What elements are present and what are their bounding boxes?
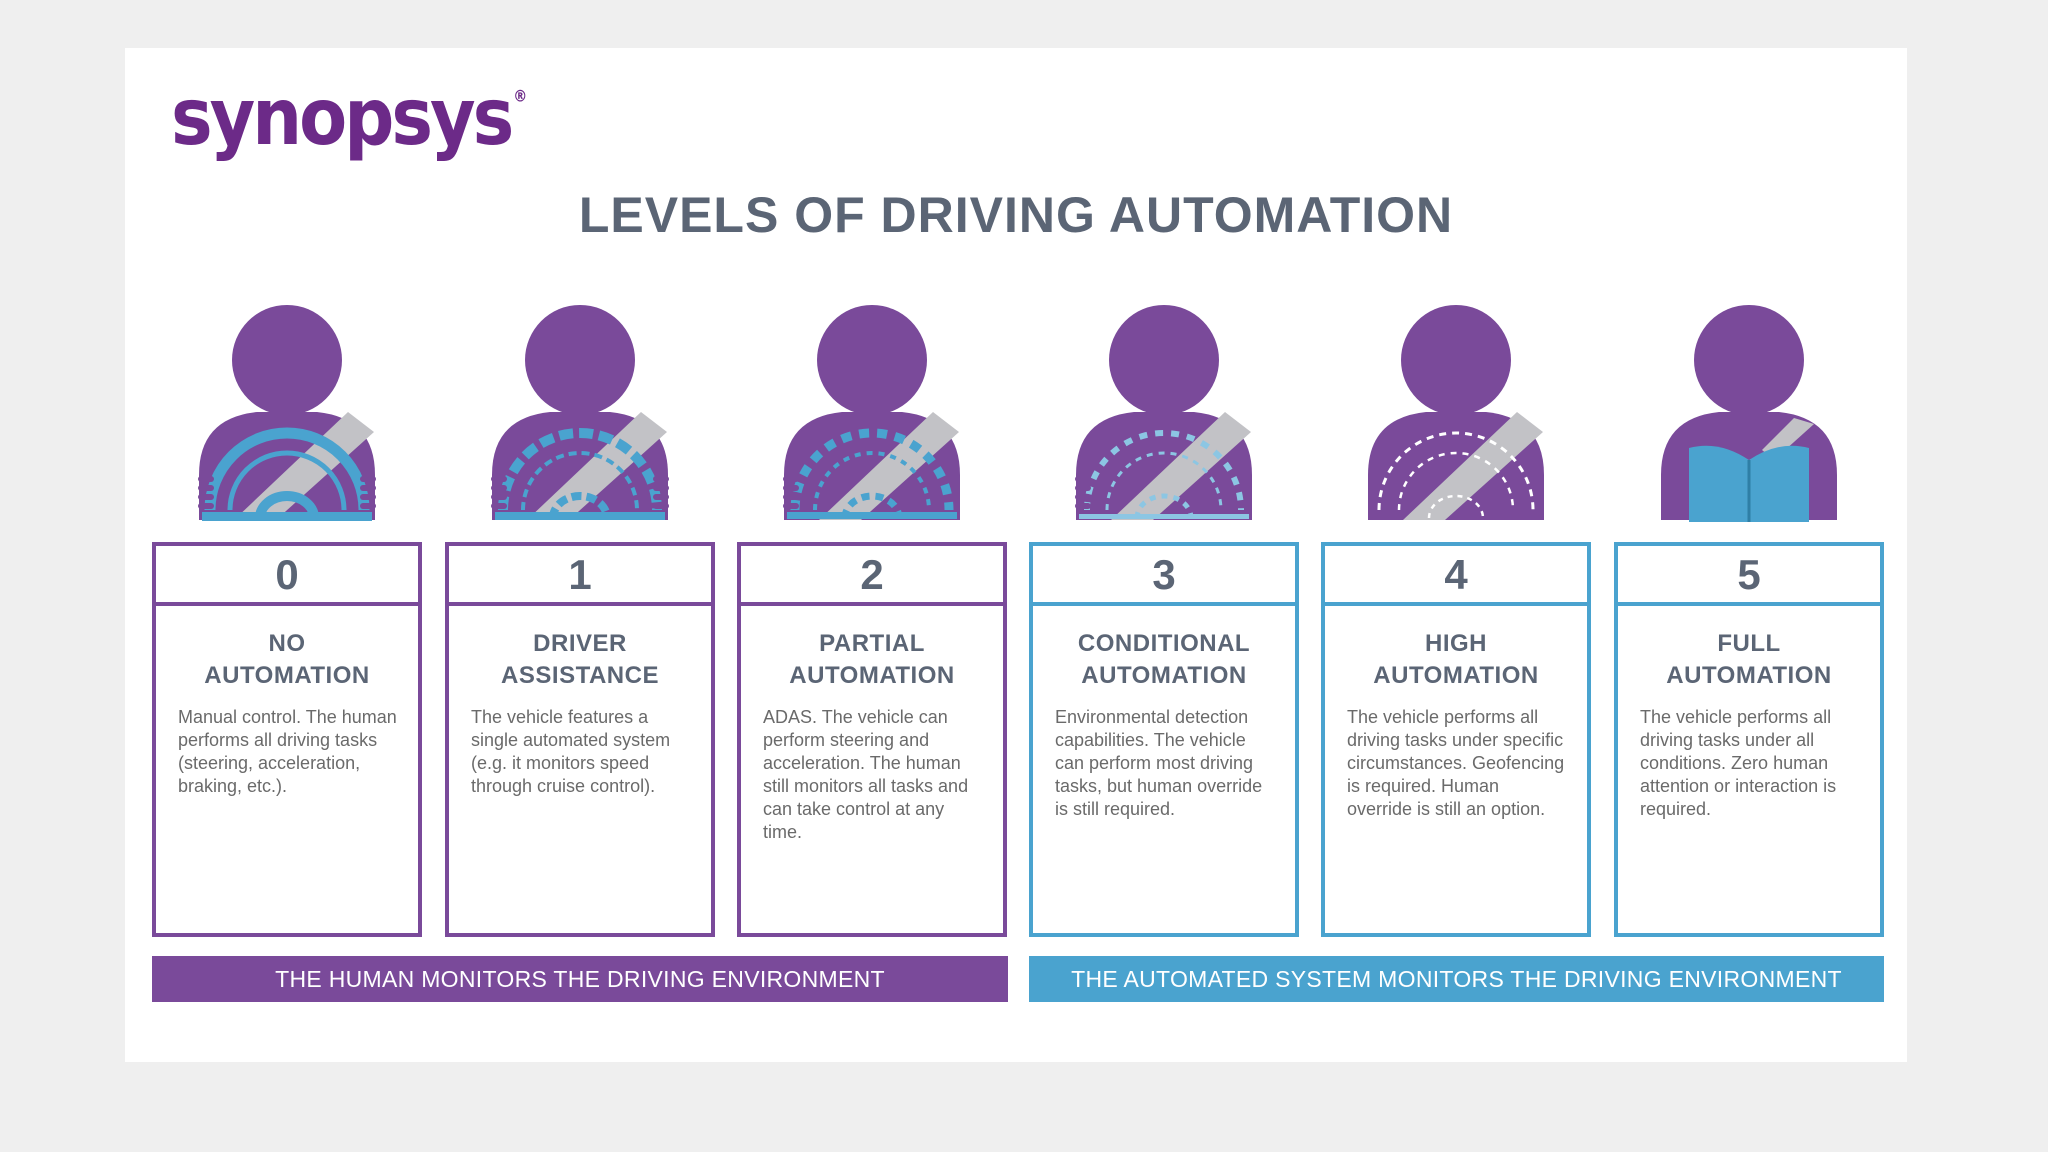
level-name-line2: AUTOMATION xyxy=(1373,662,1539,689)
level-name-line1: HIGH xyxy=(1425,630,1487,657)
level-description: Environmental detection capabilities. Th… xyxy=(1055,707,1263,819)
level-name-line1: DRIVER xyxy=(533,630,627,657)
registered-mark: ® xyxy=(513,88,528,106)
level-number: 0 xyxy=(156,546,418,606)
driver-dashed-steering-wheel-icon xyxy=(1029,300,1299,525)
level-5: 5 FULL AUTOMATION The vehicle performs al… xyxy=(1614,300,1884,940)
level-number: 5 xyxy=(1618,546,1880,606)
level-name: DRIVER ASSISTANCE xyxy=(449,628,711,692)
level-4: 4 HIGH AUTOMATION The vehicle performs al… xyxy=(1321,300,1591,940)
level-name: PARTIAL AUTOMATION xyxy=(741,628,1003,692)
level-name-line2: ASSISTANCE xyxy=(501,662,659,689)
level-name-line1: CONDITIONAL xyxy=(1077,630,1251,657)
level-card: 0 NO AUTOMATION Manual control. The human… xyxy=(152,542,422,937)
level-number: 4 xyxy=(1325,546,1587,606)
level-name: CONDITIONAL AUTOMATION xyxy=(1033,628,1295,692)
level-description: Manual control. The human performs all d… xyxy=(178,707,397,796)
synopsys-logo: synopsys® xyxy=(171,78,528,156)
level-card: 5 FULL AUTOMATION The vehicle performs al… xyxy=(1614,542,1884,937)
driver-dashed-steering-wheel-icon xyxy=(445,300,715,525)
logo-text: synopsys xyxy=(171,71,514,164)
level-card: 2 PARTIAL AUTOMATION ADAS. The vehicle ca… xyxy=(737,542,1007,937)
level-number: 2 xyxy=(741,546,1003,606)
level-1: 1 DRIVER ASSISTANCE The vehicle features … xyxy=(445,300,715,940)
driver-full-steering-wheel-icon xyxy=(152,300,422,525)
human-monitors-banner: THE HUMAN MONITORS THE DRIVING ENVIRONME… xyxy=(152,956,1008,1002)
level-2: 2 PARTIAL AUTOMATION ADAS. The vehicle ca… xyxy=(737,300,1007,940)
level-name-line2: AUTOMATION xyxy=(1081,662,1247,689)
level-name: FULL AUTOMATION xyxy=(1618,628,1880,692)
level-description: The vehicle performs all driving tasks u… xyxy=(1640,707,1837,819)
level-name-line2: AUTOMATION xyxy=(789,662,955,689)
level-card: 4 HIGH AUTOMATION The vehicle performs al… xyxy=(1321,542,1591,937)
level-description: The vehicle performs all driving tasks u… xyxy=(1347,707,1565,819)
page-title: LEVELS OF DRIVING AUTOMATION xyxy=(578,187,1454,243)
driver-ghost-steering-wheel-icon xyxy=(1321,300,1591,525)
level-number: 1 xyxy=(449,546,711,606)
level-name-line2: AUTOMATION xyxy=(204,662,370,689)
system-monitors-banner: THE AUTOMATED SYSTEM MONITORS THE DRIVIN… xyxy=(1029,956,1884,1002)
level-card: 1 DRIVER ASSISTANCE The vehicle features … xyxy=(445,542,715,937)
level-description: ADAS. The vehicle can perform steering a… xyxy=(763,707,969,842)
level-card: 3 CONDITIONAL AUTOMATION Environmental de… xyxy=(1029,542,1299,937)
person-reading-book-icon xyxy=(1614,300,1884,525)
level-name-line1: FULL xyxy=(1717,630,1781,657)
level-0: 0 NO AUTOMATION Manual control. The human… xyxy=(152,300,422,940)
level-name: HIGH AUTOMATION xyxy=(1325,628,1587,692)
infographic-panel xyxy=(125,48,1907,1062)
level-name-line2: AUTOMATION xyxy=(1666,662,1832,689)
level-description: The vehicle features a single automated … xyxy=(471,707,671,796)
driver-dashed-steering-wheel-icon xyxy=(737,300,1007,525)
level-3: 3 CONDITIONAL AUTOMATION Environmental de… xyxy=(1029,300,1299,940)
level-name-line1: PARTIAL xyxy=(819,630,925,657)
level-name: NO AUTOMATION xyxy=(156,628,418,692)
level-name-line1: NO xyxy=(268,630,306,657)
level-number: 3 xyxy=(1033,546,1295,606)
